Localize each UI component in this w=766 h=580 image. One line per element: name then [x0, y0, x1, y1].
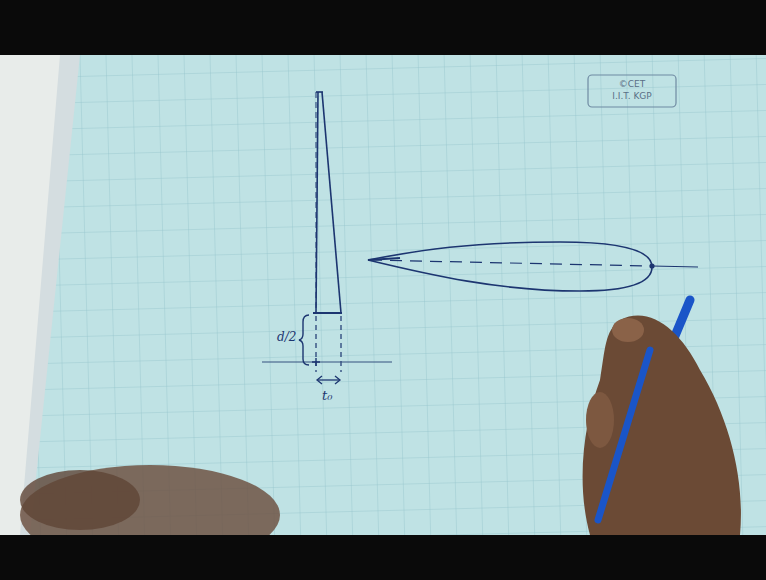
watermark: I.I.T. KGP	[590, 91, 674, 102]
dimension-label: t₀	[322, 388, 332, 403]
watermark: ©CET	[590, 79, 674, 90]
dimension-label: d/2	[277, 330, 296, 344]
